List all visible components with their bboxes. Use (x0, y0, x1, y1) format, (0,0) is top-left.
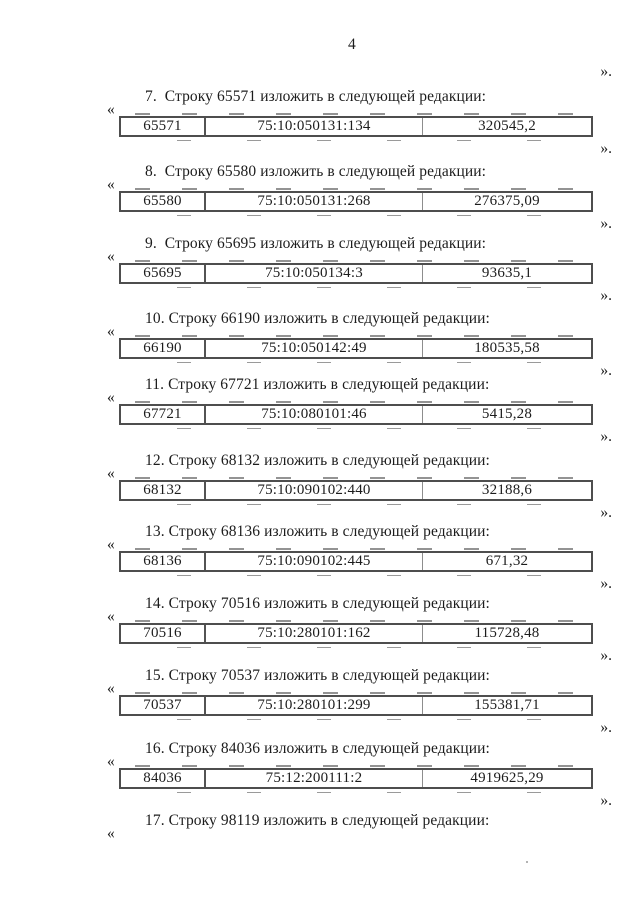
row-table: 70516 75:10:280101:162 115728,48 (119, 620, 593, 648)
item-12: 12. Строку 68132 изложить в следующей ре… (0, 452, 640, 528)
item-15: 15. Строку 70537 изложить в следующей ре… (0, 667, 640, 743)
item-heading: 8. Строку 65580 изложить в следующей ред… (145, 163, 487, 180)
value-cell: 320545,2 (478, 118, 536, 134)
item-11: 11. Строку 67721 изложить в следующей ре… (0, 376, 640, 452)
row-id-cell: 66190 (121, 340, 206, 357)
open-quote: « (107, 248, 115, 265)
item-heading: 10. Строку 66190 изложить в следующей ре… (145, 310, 490, 327)
open-quote: « (107, 680, 115, 697)
item-heading: 17. Строку 98119 изложить в следующей ре… (145, 812, 490, 829)
row-id-cell: 65580 (121, 193, 206, 210)
cadastral-number-cell: 75:12:200111:2 (206, 770, 423, 787)
scan-noise-dot (526, 861, 528, 863)
item-heading: 13. Строку 68136 изложить в следующей ре… (145, 523, 490, 540)
cadastral-number-cell: 75:10:090102:440 (206, 482, 423, 499)
cadastral-number-cell: 75:10:280101:162 (206, 625, 423, 642)
row-id-cell: 84036 (121, 770, 206, 787)
row-table: 68136 75:10:090102:445 671,32 (119, 548, 593, 576)
cadastral-number-cell: 75:10:090102:445 (206, 553, 423, 570)
value-cell: 276375,09 (474, 193, 540, 209)
row-id-cell: 65571 (121, 118, 206, 135)
close-quote: ». (600, 575, 612, 592)
cadastral-number-cell: 75:10:050134:3 (206, 265, 423, 282)
cadastral-number-cell: 75:10:050131:134 (206, 118, 423, 135)
value-cell: 180535,58 (474, 340, 540, 356)
item-14: 14. Строку 70516 изложить в следующей ре… (0, 595, 640, 671)
close-quote: ». (600, 215, 612, 232)
cadastral-number-cell: 75:10:080101:46 (206, 406, 423, 423)
item-heading: 9. Строку 65695 изложить в следующей ред… (145, 235, 487, 252)
close-quote: ». (600, 719, 612, 736)
value-cell: 155381,71 (474, 697, 540, 713)
row-table: 84036 75:12:200111:2 4919625,29 (119, 765, 593, 793)
row-table: 65695 75:10:050134:3 93635,1 (119, 260, 593, 288)
row-table: 68132 75:10:090102:440 32188,6 (119, 477, 593, 505)
row-id-cell: 68136 (121, 553, 206, 570)
row-table: 66190 75:10:050142:49 180535,58 (119, 335, 593, 363)
item-heading: 12. Строку 68132 изложить в следующей ре… (145, 452, 490, 469)
open-quote: « (107, 176, 115, 193)
open-quote: « (107, 465, 115, 482)
top-close-quote: ». (600, 63, 612, 80)
item-16: 16. Строку 84036 изложить в следующей ре… (0, 740, 640, 816)
close-quote: ». (600, 362, 612, 379)
item-heading: 14. Строку 70516 изложить в следующей ре… (145, 595, 490, 612)
item-heading: 15. Строку 70537 изложить в следующей ре… (145, 667, 490, 684)
row-id-cell: 68132 (121, 482, 206, 499)
close-quote: ». (600, 428, 612, 445)
open-quote: « (107, 389, 115, 406)
value-cell: 4919625,29 (470, 770, 544, 786)
close-quote: ». (600, 647, 612, 664)
item-7: 7. Строку 65571 изложить в следующей ред… (0, 88, 640, 164)
open-quote: « (107, 323, 115, 340)
item-17: 17. Строку 98119 изложить в следующей ре… (0, 812, 640, 888)
item-heading: 11. Строку 67721 изложить в следующей ре… (145, 376, 490, 393)
item-8: 8. Строку 65580 изложить в следующей ред… (0, 163, 640, 239)
value-cell: 671,32 (485, 553, 529, 569)
row-id-cell: 67721 (121, 406, 206, 423)
item-9: 9. Строку 65695 изложить в следующей ред… (0, 235, 640, 311)
item-heading: 16. Строку 84036 изложить в следующей ре… (145, 740, 490, 757)
open-quote: « (107, 101, 115, 118)
cadastral-number-cell: 75:10:050131:268 (206, 193, 423, 210)
row-id-cell: 65695 (121, 265, 206, 282)
row-table: 67721 75:10:080101:46 5415,28 (119, 401, 593, 429)
item-13: 13. Строку 68136 изложить в следующей ре… (0, 523, 640, 599)
cadastral-number-cell: 75:10:280101:299 (206, 697, 423, 714)
open-quote: « (107, 536, 115, 553)
open-quote: « (107, 825, 115, 842)
open-quote: « (107, 608, 115, 625)
item-heading: 7. Строку 65571 изложить в следующей ред… (145, 88, 487, 105)
value-cell: 5415,28 (481, 406, 533, 422)
page-number: 4 (348, 36, 356, 53)
value-cell: 32188,6 (481, 482, 533, 498)
row-table: 70537 75:10:280101:299 155381,71 (119, 692, 593, 720)
close-quote: ». (600, 504, 612, 521)
value-cell: 115728,48 (474, 625, 540, 641)
row-table: 65571 75:10:050131:134 320545,2 (119, 113, 593, 141)
cadastral-number-cell: 75:10:050142:49 (206, 340, 423, 357)
close-quote: ». (600, 140, 612, 157)
row-id-cell: 70537 (121, 697, 206, 714)
row-table: 65580 75:10:050131:268 276375,09 (119, 188, 593, 216)
item-10: 10. Строку 66190 изложить в следующей ре… (0, 310, 640, 386)
close-quote: ». (600, 287, 612, 304)
close-quote: ». (600, 792, 612, 809)
open-quote: « (107, 753, 115, 770)
value-cell: 93635,1 (481, 265, 533, 281)
row-id-cell: 70516 (121, 625, 206, 642)
